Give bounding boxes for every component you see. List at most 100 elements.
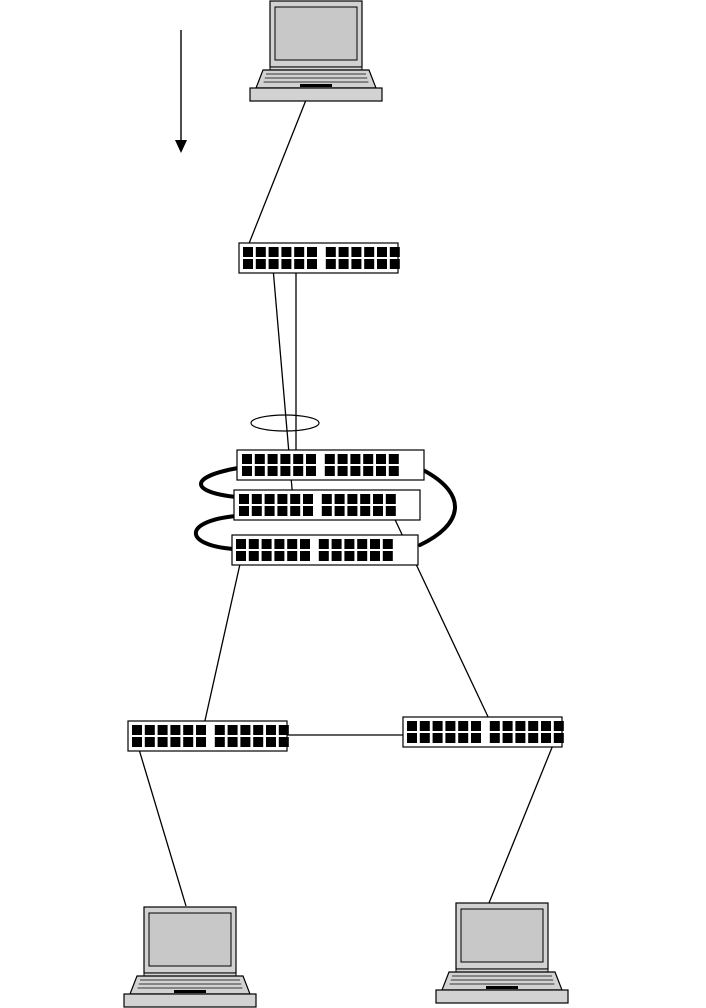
switch-port [183, 725, 193, 735]
stack-cable-3-1 [420, 470, 455, 545]
switch-port [370, 539, 380, 549]
switch-port [303, 506, 313, 516]
switch-port [351, 247, 361, 257]
switch-port [132, 737, 142, 747]
stack-cable-2-3 [196, 516, 236, 549]
switch-port [458, 721, 468, 731]
switch-port [332, 539, 342, 549]
switch-port [277, 506, 287, 516]
switch-port [307, 259, 317, 269]
switches [128, 243, 564, 751]
switch-port [528, 721, 538, 731]
switch-port [242, 454, 252, 464]
switch-port [377, 247, 387, 257]
switch-port [471, 733, 481, 743]
stack-switch-1 [237, 450, 424, 480]
laptop-screen [461, 909, 543, 962]
switch-port [351, 259, 361, 269]
laptop-screen [275, 7, 357, 60]
switch-port [280, 454, 290, 464]
laptop-top [250, 1, 382, 101]
switch-port [215, 737, 225, 747]
switch-port [339, 259, 349, 269]
switch-port [306, 454, 316, 464]
switch-port [322, 494, 332, 504]
access-switch-left [128, 721, 289, 751]
link-switch-left-to-laptop-left [138, 746, 186, 906]
switch-port [183, 737, 193, 747]
switch-port [255, 454, 265, 464]
switch-port [145, 737, 155, 747]
laptop-bottom-right [436, 903, 568, 1003]
switch-port [445, 733, 455, 743]
switch-port [300, 539, 310, 549]
switch-port [554, 733, 564, 743]
switch-port [306, 466, 316, 476]
switch-port [269, 247, 279, 257]
switch-port [170, 725, 180, 735]
switch-port [255, 466, 265, 476]
switch-port [377, 259, 387, 269]
laptop-bottom-left [124, 907, 256, 1007]
switch-port [265, 506, 275, 516]
switch-port [445, 721, 455, 731]
switch-port [253, 725, 263, 735]
switch-port [240, 725, 250, 735]
switch-port [458, 733, 468, 743]
switch-port [386, 506, 396, 516]
switch-port [294, 247, 304, 257]
switch-port [364, 247, 374, 257]
switch-port [490, 733, 500, 743]
laptop-screen [149, 913, 231, 966]
switch-port [390, 259, 400, 269]
switch-port [373, 494, 383, 504]
switch-port [266, 737, 276, 747]
switch-port [389, 454, 399, 464]
switch-port [239, 494, 249, 504]
link-stack-3-to-switch-left [204, 564, 240, 725]
switch-port [389, 466, 399, 476]
switch-port [335, 494, 345, 504]
access-switch-right [403, 717, 564, 747]
laptop-trackpad [486, 986, 518, 989]
switch-port [145, 725, 155, 735]
switch-port [279, 725, 289, 735]
switch-port [256, 259, 266, 269]
switch-port [347, 494, 357, 504]
switch-port [277, 494, 287, 504]
switch-port [420, 721, 430, 731]
switch-port [268, 454, 278, 464]
laptop-trackpad [300, 84, 332, 87]
switch-port [339, 247, 349, 257]
switch-port [490, 721, 500, 731]
switch-port [338, 454, 348, 464]
switch-port [279, 737, 289, 747]
switch-port [252, 494, 262, 504]
switch-port [265, 494, 275, 504]
access-switch-top [239, 243, 400, 273]
switch-port [344, 551, 354, 561]
switch-port [158, 737, 168, 747]
switch-port [249, 539, 259, 549]
switch-port [240, 737, 250, 747]
switch-port [253, 737, 263, 747]
switch-port [236, 539, 246, 549]
link-laptop-top-to-switch-top [248, 100, 306, 246]
switch-port [325, 454, 335, 464]
switch-port [215, 725, 225, 735]
switch-port [196, 737, 206, 747]
switch-port [290, 506, 300, 516]
switch-port [303, 494, 313, 504]
switch-port [239, 506, 249, 516]
switch-port [287, 551, 297, 561]
switch-port [262, 551, 272, 561]
switch-port [363, 454, 373, 464]
laptop-icon [436, 903, 568, 1003]
switch-port [360, 494, 370, 504]
switch-port [326, 247, 336, 257]
switch-port [243, 259, 253, 269]
switch-port [281, 247, 291, 257]
switch-port [170, 737, 180, 747]
laptop-icon [250, 1, 382, 101]
switch-port [196, 725, 206, 735]
